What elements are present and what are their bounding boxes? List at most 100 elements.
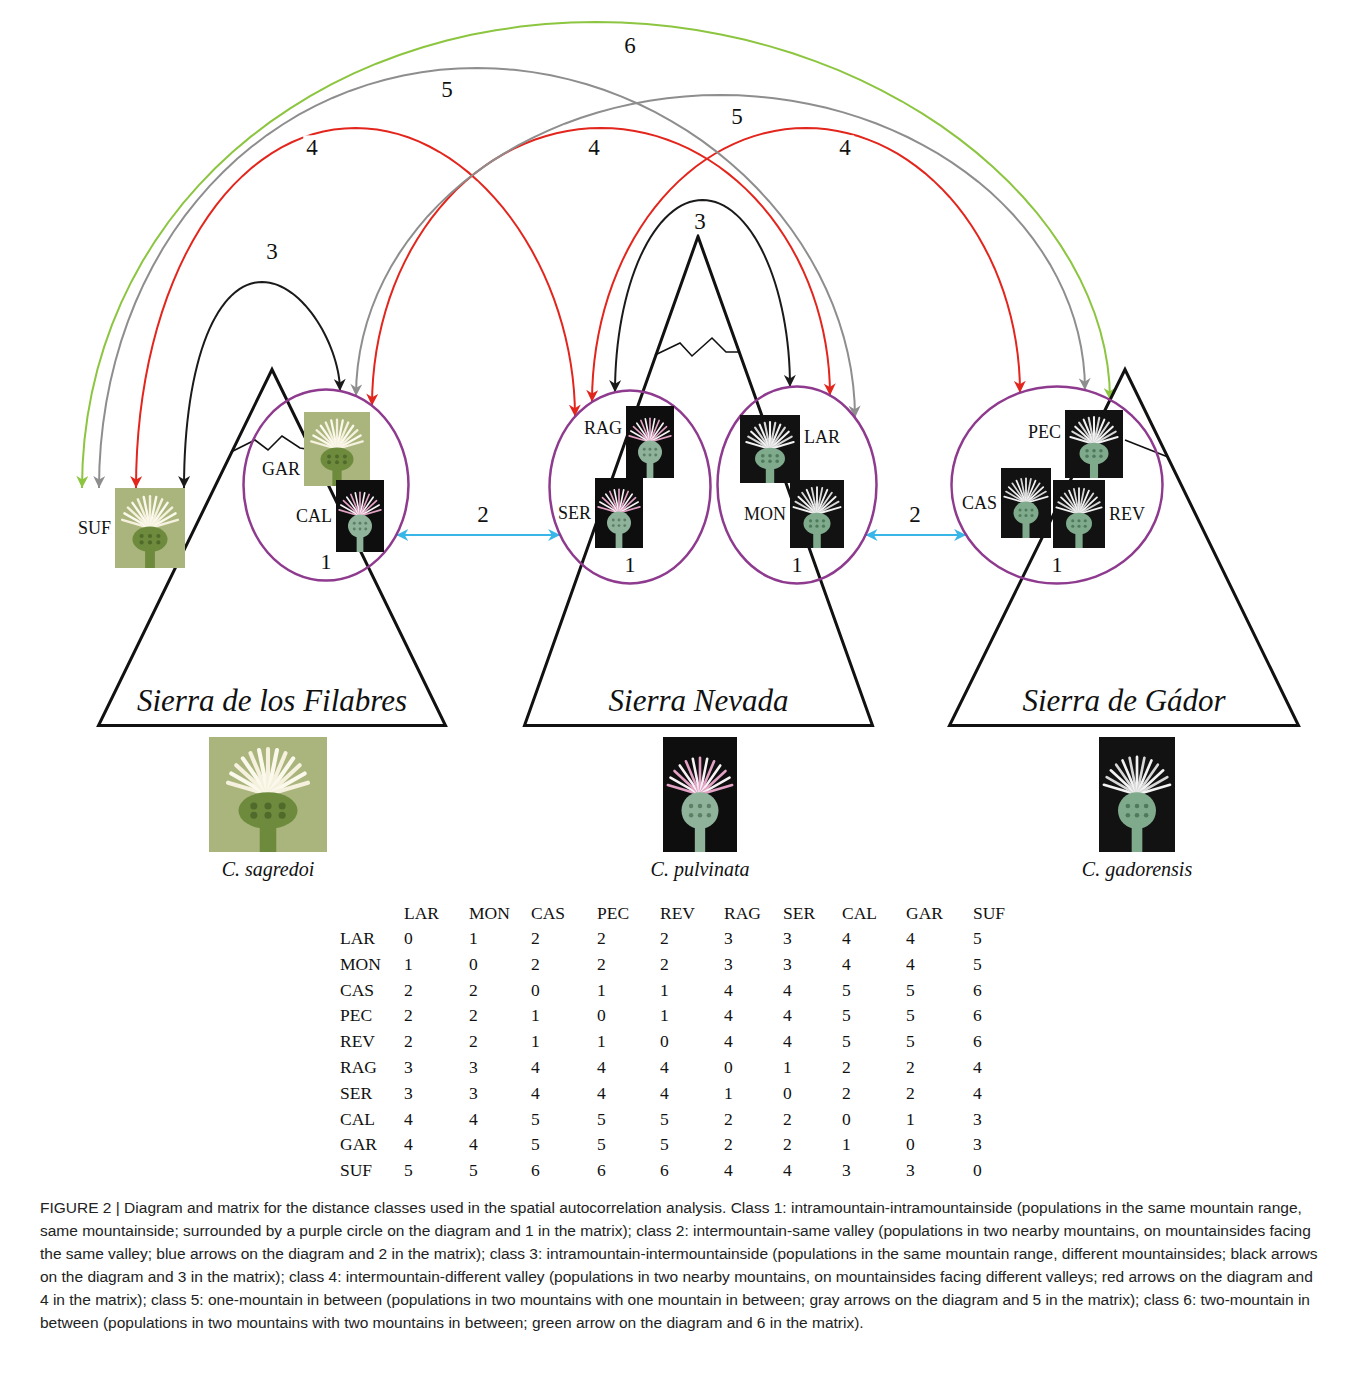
illustration-part	[1014, 502, 1039, 524]
class-number: 1	[321, 549, 332, 582]
matrix-cell: 2	[531, 928, 540, 948]
matrix-cell: 4	[597, 1057, 606, 1077]
illustration-part	[1144, 804, 1149, 809]
illustration-part	[133, 526, 168, 552]
population-photo: SUF	[78, 488, 185, 568]
population-code: CAL	[296, 506, 332, 527]
matrix-cell: 5	[842, 980, 851, 1000]
population-ellipse: 1 GAR CAL	[242, 388, 410, 582]
distance-arrow	[99, 68, 855, 488]
illustration-part	[654, 454, 657, 457]
population-photo: SER	[558, 478, 643, 548]
illustration-part	[1118, 792, 1156, 829]
distance-arrow	[136, 128, 575, 488]
population-photo: RAG	[584, 406, 674, 478]
illustration-part	[755, 448, 785, 470]
flower-photo	[1001, 468, 1051, 538]
illustration-part	[700, 761, 714, 794]
matrix-cell: 3	[783, 954, 792, 974]
illustration-part	[740, 415, 800, 483]
illustration-part	[250, 802, 257, 809]
illustration-part	[148, 534, 152, 538]
mountain-outline	[948, 368, 1300, 727]
illustration-part	[804, 513, 831, 535]
illustration-part	[645, 419, 650, 442]
matrix-cell: 4	[783, 1005, 792, 1025]
population-photo: MON	[744, 480, 844, 548]
illustration-part	[364, 522, 367, 525]
illustration-part	[643, 454, 646, 457]
illustration-part	[768, 459, 772, 463]
matrix-cell: REV	[340, 1031, 375, 1051]
population-ellipse: 1PECCASREV	[950, 385, 1164, 585]
matrix-cell: 5	[842, 1031, 851, 1051]
matrix-cell: 2	[906, 1057, 915, 1077]
illustration-part	[251, 753, 268, 794]
population-photo: CAL	[296, 480, 384, 552]
illustration-part	[228, 783, 268, 795]
illustration-part	[327, 460, 331, 464]
matrix-cell: 3	[906, 1160, 915, 1180]
mountain-name: Sierra Nevada	[609, 683, 789, 727]
matrix-cell: 5	[469, 1160, 478, 1180]
matrix-cell: 6	[531, 1160, 540, 1180]
class-number: 1	[625, 552, 636, 585]
matrix-cell: 1	[597, 980, 606, 1000]
illustration-part	[698, 804, 702, 808]
illustration-part	[654, 448, 657, 451]
illustration-part	[264, 812, 271, 819]
illustration-part	[359, 522, 362, 525]
matrix-cell: 5	[842, 1005, 851, 1025]
population-photo: REV	[1053, 480, 1145, 548]
matrix-cell: 2	[597, 928, 606, 948]
illustration-part	[331, 420, 337, 449]
illustration-part	[768, 454, 772, 458]
matrix-cell: 2	[842, 1057, 851, 1077]
illustration-part	[674, 771, 700, 795]
matrix-cell: 0	[973, 1160, 982, 1180]
matrix-cell: 5	[531, 1134, 540, 1154]
illustration-part	[156, 540, 160, 544]
class-number: 2	[906, 502, 924, 527]
population-code: GAR	[262, 459, 300, 486]
illustration-part	[231, 436, 312, 452]
illustration-part	[343, 454, 347, 458]
matrix-cell: 4	[531, 1083, 540, 1103]
illustration-part	[1099, 449, 1102, 452]
matrix-cell: 4	[783, 980, 792, 1000]
illustration-part	[525, 237, 873, 726]
illustration-part	[268, 765, 300, 794]
matrix-cell: 5	[906, 1005, 915, 1025]
matrix-cell: MON	[340, 954, 381, 974]
matrix-cell: 3	[724, 954, 733, 974]
illustration-part	[775, 454, 779, 458]
illustration-part	[689, 804, 693, 808]
matrix-cell: 1	[660, 1005, 669, 1025]
matrix-cell: 4	[906, 954, 915, 974]
illustration-part	[266, 749, 270, 795]
illustration-part	[1031, 514, 1034, 517]
illustration-part	[239, 792, 298, 829]
illustration-part	[1099, 737, 1175, 852]
matrix-cell: PEC	[597, 903, 629, 923]
illustration-part	[268, 758, 293, 794]
illustration-part	[649, 454, 652, 457]
matrix-cell: SUF	[973, 903, 1005, 923]
class-number: 3	[263, 239, 281, 264]
population-photo: PEC	[1028, 410, 1123, 478]
class-number: 3	[691, 209, 709, 234]
flower-photo	[115, 488, 185, 568]
illustration-part	[321, 448, 354, 472]
illustration-part	[231, 773, 268, 794]
illustration-part	[99, 370, 446, 726]
illustration-part	[259, 750, 268, 794]
illustration-part	[809, 525, 812, 528]
illustration-part	[655, 338, 740, 356]
flower-photo	[790, 480, 844, 548]
population-photo: CAS	[962, 468, 1051, 538]
illustration-part	[1126, 804, 1131, 809]
matrix-cell: CAL	[340, 1109, 375, 1129]
illustration-part	[643, 448, 646, 451]
illustration-part	[1079, 507, 1102, 514]
illustration-part	[250, 812, 257, 819]
